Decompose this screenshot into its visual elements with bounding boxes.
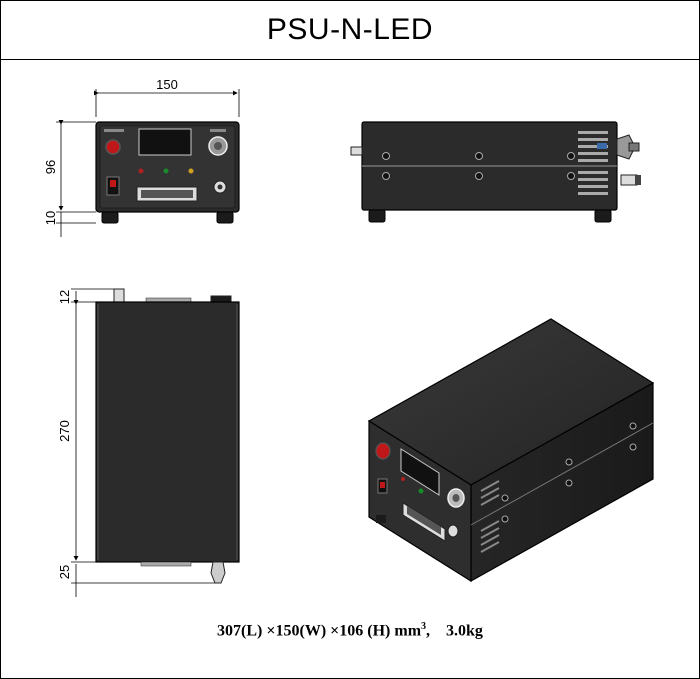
front-foot-left — [101, 211, 119, 224]
top-connector-label: 12 — [57, 290, 72, 304]
rear-fiber-connector — [616, 134, 636, 160]
title-bar: PSU-N-LED — [1, 1, 699, 60]
top-length-label: 270 — [57, 420, 72, 442]
led-yellow — [188, 168, 194, 174]
front-height-label: 96 — [43, 160, 58, 174]
iso-display-window — [400, 448, 440, 496]
page-title: PSU-N-LED — [266, 13, 434, 46]
top-housing — [95, 301, 240, 563]
specification-caption: 307(L) ×150(W) ×106 (H) mm3, 3.0kg — [1, 621, 699, 640]
display-window — [138, 128, 192, 156]
front-foot-right — [216, 211, 234, 224]
size-exponent: 3 — [421, 621, 427, 632]
led-green — [163, 168, 169, 174]
top-rear-label: 25 — [57, 565, 72, 579]
top-view: 12 270 25 — [57, 288, 240, 597]
top-rear-connector — [210, 561, 226, 584]
weight-text: 3.0kg — [446, 622, 483, 640]
caption-separator: , — [426, 622, 431, 640]
led-red — [138, 168, 144, 174]
rear-terminal — [620, 174, 638, 186]
emergency-stop-button — [105, 139, 121, 155]
front-feet-label: 10 — [43, 211, 58, 225]
front-width-label: 150 — [156, 77, 178, 92]
isometric-view — [367, 318, 655, 583]
size-text: 307(L) ×150(W) ×106 (H) mm — [217, 622, 422, 640]
front-view: 150 96 10 — [43, 77, 240, 237]
side-view — [350, 121, 641, 223]
iso-emergency-stop — [375, 442, 391, 460]
